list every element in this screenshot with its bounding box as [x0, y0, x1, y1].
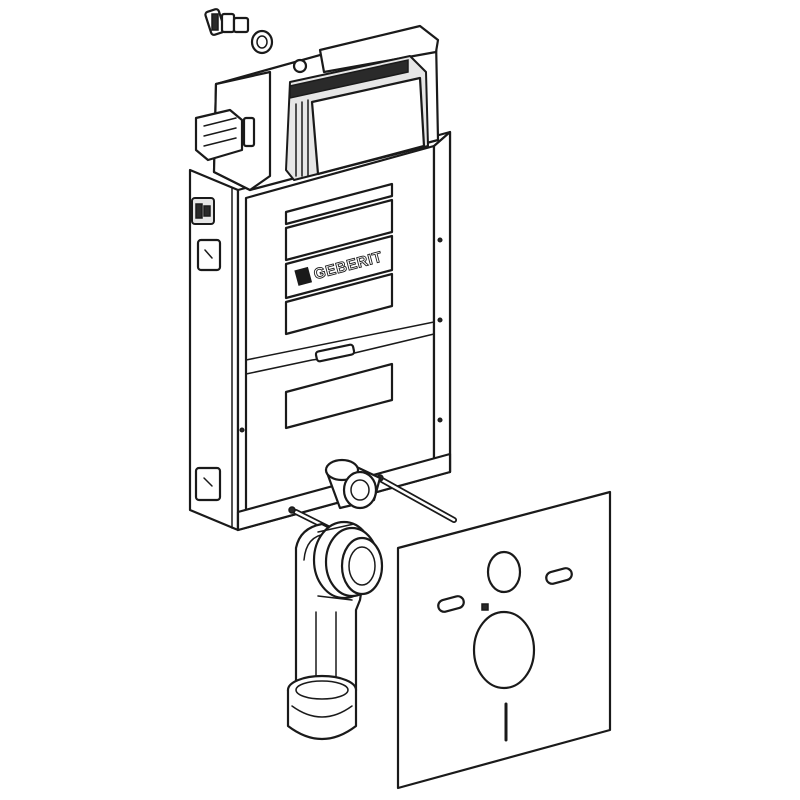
fitting-with-seal [204, 8, 274, 55]
bolt-slot-right [545, 567, 573, 585]
sound-insulation-mat [396, 490, 612, 790]
frame-left-post [188, 168, 240, 532]
logo-plate [284, 234, 394, 300]
seal-ring [250, 29, 274, 55]
water-inlet [292, 58, 308, 74]
drain-opening [472, 610, 536, 690]
supply-opening [486, 550, 522, 594]
flush-mechanism-grille [289, 59, 426, 177]
cistern-top [194, 24, 440, 192]
supply-pipe-stub [324, 458, 382, 510]
frame-front-panel [236, 130, 452, 532]
drain-bend-pipe [286, 520, 384, 740]
bolt-slot-left [437, 595, 465, 613]
